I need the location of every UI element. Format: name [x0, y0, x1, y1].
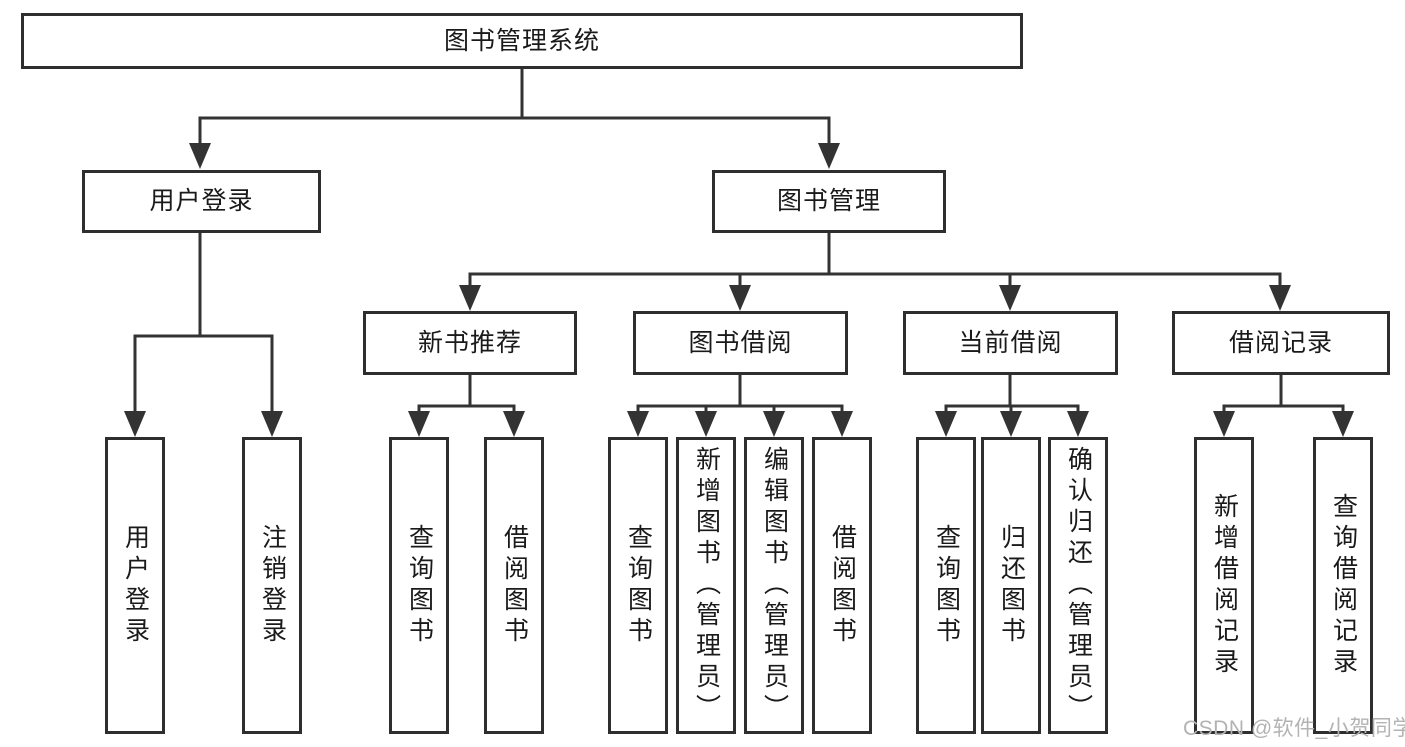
node-label: 注销登录	[258, 523, 287, 648]
leaf-add-borrow-record: 新增借阅记录	[1194, 437, 1254, 734]
leaf-borrow-books: 借阅图书	[812, 437, 872, 734]
leaf-confirm-return-admin: 确认归还（管理员）	[1048, 437, 1108, 734]
node-label: 查询图书	[624, 523, 653, 648]
leaf-query-borrow-record: 查询借阅记录	[1313, 437, 1373, 734]
node-label: 借阅图书	[828, 523, 857, 648]
node-user-login: 用户登录	[82, 170, 321, 233]
node-label: 当前借阅	[958, 328, 1063, 357]
node-label: 用户登录	[149, 187, 254, 215]
node-label: 归还图书	[997, 523, 1026, 648]
node-label: 新书推荐	[417, 328, 522, 357]
node-label: 确认归还（管理员）	[1064, 446, 1093, 725]
node-label: 图书借阅	[688, 328, 793, 357]
node-label: 用户登录	[121, 523, 150, 648]
leaf-query-books-borrow: 查询图书	[608, 437, 668, 734]
leaf-edit-books-admin: 编辑图书（管理员）	[744, 437, 804, 734]
leaf-query-books-current: 查询图书	[916, 437, 976, 734]
csdn-watermark: CSDN @软件_小贺同学	[1183, 717, 1405, 740]
node-label: 图书管理	[776, 187, 881, 215]
node-current-borrow: 当前借阅	[903, 311, 1118, 375]
leaf-return-books: 归还图书	[981, 437, 1041, 734]
node-label: 借阅图书	[500, 523, 529, 648]
leaf-borrow-books-recommend: 借阅图书	[484, 437, 544, 734]
node-label: 新增借阅记录	[1210, 492, 1239, 679]
node-book-borrow: 图书借阅	[633, 311, 848, 375]
node-label: 图书管理系统	[443, 26, 600, 55]
leaf-user-login: 用户登录	[105, 437, 165, 734]
node-new-book-recommend: 新书推荐	[363, 311, 577, 375]
node-label: 查询借阅记录	[1329, 492, 1358, 679]
leaf-query-books-recommend: 查询图书	[389, 437, 449, 734]
node-borrow-records: 借阅记录	[1172, 311, 1390, 375]
node-root-library-system: 图书管理系统	[21, 13, 1023, 69]
node-label: 编辑图书（管理员）	[760, 446, 789, 725]
leaf-logout: 注销登录	[242, 437, 302, 734]
arrowheads	[124, 143, 1354, 437]
leaf-add-books-admin: 新增图书（管理员）	[676, 437, 736, 734]
node-label: 查询图书	[932, 523, 961, 648]
node-label: 借阅记录	[1228, 328, 1333, 357]
node-label: 新增图书（管理员）	[692, 446, 721, 725]
node-label: 查询图书	[405, 523, 434, 648]
node-book-management: 图书管理	[712, 170, 946, 233]
